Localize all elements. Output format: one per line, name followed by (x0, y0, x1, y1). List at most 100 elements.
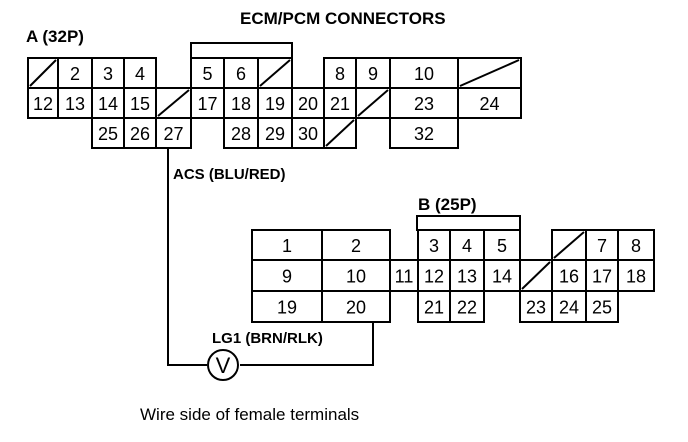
connector-a-label: A (32P) (26, 27, 84, 46)
cavity-frame (617, 229, 655, 261)
terminal-number: 19 (277, 298, 297, 318)
terminal-29: 29 (257, 117, 293, 149)
terminal-number: 3 (103, 64, 113, 84)
cavity-frame (551, 259, 587, 292)
cavity-frame (321, 259, 391, 292)
cavity-frame (190, 57, 225, 89)
terminal-number: 26 (130, 124, 150, 144)
terminal-2: 2 (57, 57, 93, 89)
terminal-23: 23 (519, 290, 553, 323)
terminal-5: 5 (483, 229, 521, 261)
connector-a-lock-tab (190, 42, 293, 59)
diagram-title: ECM/PCM CONNECTORS (240, 9, 446, 28)
terminal-number: 30 (298, 124, 318, 144)
cavity-frame (223, 87, 259, 119)
terminal-24: 24 (551, 290, 587, 323)
terminal-3: 3 (91, 57, 125, 89)
unused-slash (157, 89, 190, 117)
terminal-30: 30 (291, 117, 325, 149)
ground-symbol-glyph: V (216, 353, 231, 378)
terminal-25: 25 (91, 117, 125, 149)
terminal-number: 19 (265, 94, 285, 114)
cavity-frame (449, 290, 485, 323)
terminal-number: 29 (265, 124, 285, 144)
terminal-19: 19 (257, 87, 293, 119)
unused-slash (521, 261, 551, 290)
terminal-number: 5 (497, 236, 507, 256)
terminal-19: 19 (251, 290, 323, 323)
terminal-17: 17 (190, 87, 225, 119)
terminal-number: 7 (597, 236, 607, 256)
unused-slash (553, 231, 585, 259)
cavity-frame (57, 87, 93, 119)
terminal-number: 11 (395, 267, 414, 287)
cavity-frame (223, 57, 259, 89)
terminal-number: 17 (197, 94, 217, 114)
ground-symbol: V (207, 349, 239, 381)
terminal-13: 13 (57, 87, 93, 119)
terminal-6: 6 (223, 57, 259, 89)
cavity-frame (483, 259, 521, 292)
terminal-number: 25 (98, 124, 118, 144)
terminal-8: 8 (617, 229, 655, 261)
terminal-number: 13 (65, 94, 85, 114)
terminal-7: 7 (585, 229, 619, 261)
unused-slash (459, 59, 520, 87)
terminal-number: 13 (457, 267, 477, 287)
terminal-25: 25 (585, 290, 619, 323)
unused-cavity (355, 87, 391, 119)
terminal-number: 20 (298, 94, 318, 114)
unused-slash (325, 119, 355, 147)
terminal-13: 13 (449, 259, 485, 292)
terminal-number: 27 (163, 124, 183, 144)
terminal-number: 14 (492, 267, 512, 287)
terminal-5: 5 (190, 57, 225, 89)
terminal-number: 25 (592, 298, 612, 318)
terminal-23: 23 (389, 87, 459, 119)
terminal-17: 17 (585, 259, 619, 292)
terminal-number: 21 (330, 94, 350, 114)
caption: Wire side of female terminals (140, 405, 359, 424)
unused-cavity (323, 117, 357, 149)
terminal-8: 8 (323, 57, 357, 89)
connector-b-lock-tab (416, 215, 521, 231)
terminal-number: 2 (351, 236, 361, 256)
terminal-20: 20 (291, 87, 325, 119)
cavity-frame (91, 117, 125, 149)
cavity-frame (449, 229, 485, 261)
terminal-number: 18 (231, 94, 251, 114)
terminal-number: 2 (70, 64, 80, 84)
cavity-frame (223, 117, 259, 149)
unused-cavity (27, 57, 59, 89)
terminal-number: 12 (33, 94, 53, 114)
terminal-9: 9 (251, 259, 323, 292)
terminal-number: 18 (626, 267, 646, 287)
terminal-number: 21 (424, 298, 444, 318)
cavity-frame (551, 290, 587, 323)
cavity-frame (617, 259, 655, 292)
terminal-number: 1 (282, 236, 292, 256)
terminal-18: 18 (617, 259, 655, 292)
terminal-28: 28 (223, 117, 259, 149)
terminal-10: 10 (389, 57, 459, 89)
terminal-11: 11 (389, 259, 419, 292)
unused-cavity (551, 229, 587, 261)
lg1-wire (240, 322, 374, 366)
terminal-14: 14 (91, 87, 125, 119)
terminal-number: 4 (462, 236, 472, 256)
terminal-1: 1 (251, 229, 323, 261)
unused-slash (29, 59, 57, 87)
cavity-frame (27, 87, 59, 119)
terminal-3: 3 (417, 229, 451, 261)
cavity-frame (321, 290, 391, 323)
terminal-15: 15 (123, 87, 157, 119)
terminal-number: 9 (282, 267, 292, 287)
terminal-32: 32 (389, 117, 459, 149)
connector-b-label: B (25P) (418, 195, 477, 214)
cavity-frame (483, 229, 521, 261)
unused-cavity (457, 57, 522, 89)
cavity-frame (389, 117, 459, 149)
